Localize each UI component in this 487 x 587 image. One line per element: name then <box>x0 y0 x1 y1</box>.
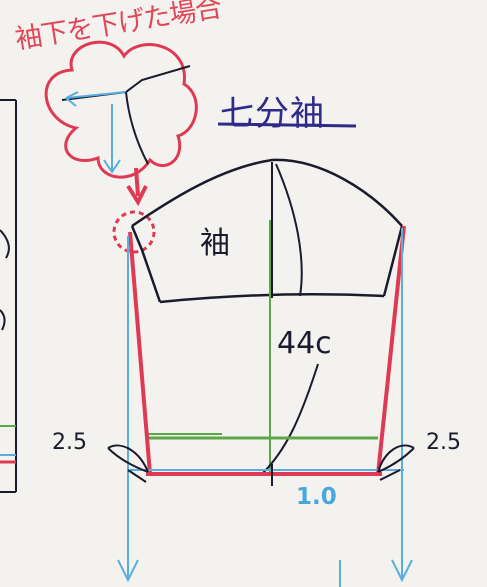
cap-curve-inner <box>275 163 303 297</box>
adjacent-pattern-fragment <box>0 99 17 493</box>
length-curve <box>261 363 319 475</box>
sleeve-label: 袖 <box>200 226 230 261</box>
lowered-underarm-sketch <box>44 40 198 254</box>
sleeve-outline <box>130 158 404 475</box>
left-extension-label: 2.5 <box>52 430 87 455</box>
hem-extension-right <box>377 444 415 481</box>
title-underline <box>217 122 357 128</box>
underarm-seam-left <box>128 231 152 475</box>
cloud-outline <box>44 40 198 179</box>
sleeve-cap-curve <box>131 158 403 228</box>
armhole-line <box>159 293 385 304</box>
underarm-circle <box>112 210 156 254</box>
diagram-title: 七分袖 <box>220 94 325 134</box>
right-extension-label: 2.5 <box>426 430 461 455</box>
hem-extension-left <box>107 444 149 483</box>
sleeve-length-label: 44c <box>277 326 332 361</box>
red-down-arrow <box>134 167 140 197</box>
cap-inner-right <box>382 225 404 297</box>
underarm-seam-right <box>376 225 406 475</box>
hem-width-label: 1.0 <box>296 484 337 510</box>
cap-inner-left <box>130 225 162 303</box>
